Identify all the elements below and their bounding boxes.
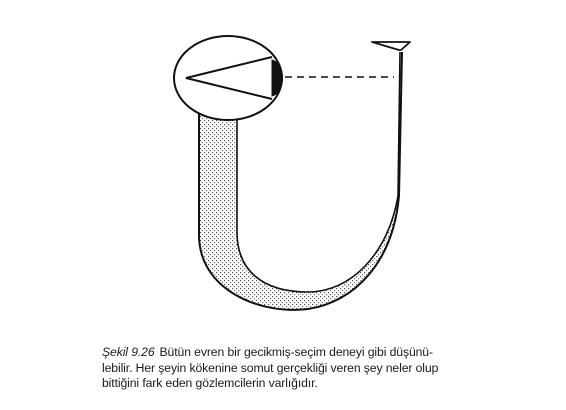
caption-line-3: bittiğini fark eden gözlemcilerin varlığ…	[102, 376, 318, 390]
caption-text-1: Bütün evren bir gecikmiş-seçim deneyi gi…	[159, 345, 434, 359]
eye-pupil	[271, 59, 283, 97]
caption-line-1: Şekil 9.26 Bütün evren bir gecikmiş-seçim…	[102, 345, 522, 361]
caption-line-2: lebilir. Her şeyin kökenine somut gerçek…	[102, 360, 439, 375]
eye-lid-lines	[185, 56, 273, 100]
u-inner-contour	[236, 51, 401, 293]
figure-caption: Şekil 9.26 Bütün evren bir gecikmiş-seçim…	[102, 345, 522, 392]
funnel-tip	[371, 41, 411, 51]
u-outer-contour	[198, 51, 403, 311]
u-shaped-universe-diagram	[173, 35, 411, 311]
figure-label: Şekil 9.26	[102, 345, 155, 359]
